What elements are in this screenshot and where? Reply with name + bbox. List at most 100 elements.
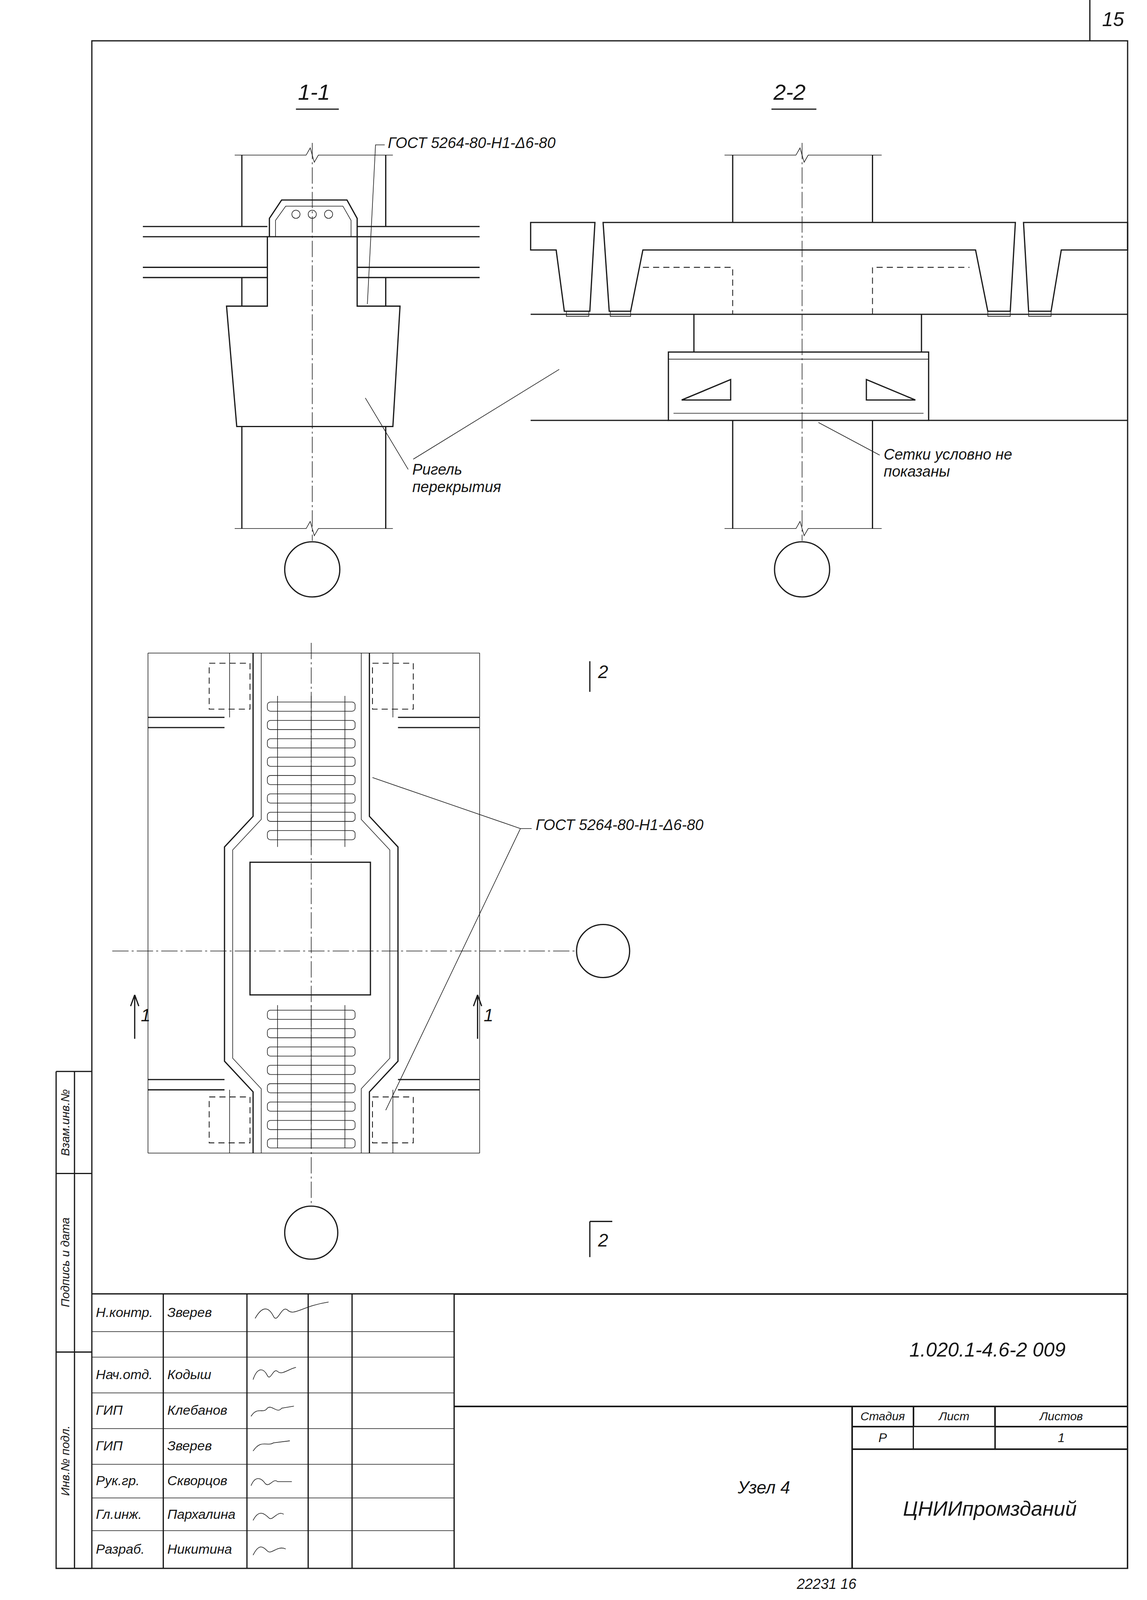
u-bar [269, 199, 358, 237]
concrete-hatch [250, 862, 371, 995]
stiffener [681, 379, 916, 401]
weld-leader [372, 777, 532, 1110]
column-outline [732, 420, 873, 529]
weld-note: ГОСТ 5264-80-Н1-Δ6-80 [535, 816, 704, 834]
signature-name: Зверев [167, 1304, 212, 1320]
signature-scribble [250, 1405, 294, 1417]
section-cut-mark [130, 994, 139, 1039]
axis-marker [284, 541, 340, 597]
archive-stamp-grid [56, 1071, 92, 1569]
column-outline [241, 155, 386, 307]
cell-text: 1 [1057, 1430, 1066, 1446]
section-1-1 [142, 109, 560, 597]
rung [267, 793, 356, 804]
stamp-label: Подпись и дата [58, 1217, 73, 1308]
cell-text: ЦНИИпромзданий [902, 1496, 1077, 1521]
weld-leader [367, 144, 385, 304]
rung [267, 1046, 356, 1056]
panel-joint [148, 717, 480, 1090]
cell-text: Р [878, 1430, 887, 1446]
title-cell: Листов [995, 1406, 1128, 1427]
page-number: 15 [1102, 8, 1125, 32]
stamp-label: Взам.инв.№ [58, 1089, 73, 1157]
signature-grid-rows [91, 1331, 454, 1531]
page-number-box [1089, 0, 1091, 41]
signature-grid-columns [163, 1293, 455, 1569]
title-cell: Лист [913, 1406, 996, 1427]
rebar-cage [267, 702, 356, 1149]
rung [267, 1083, 356, 1093]
rung [267, 702, 356, 712]
rung [267, 1120, 356, 1130]
column-outline [732, 155, 873, 223]
steel-plate [668, 351, 929, 421]
break-line [724, 148, 882, 163]
section-2-2 [530, 109, 1128, 597]
leader-note: Сетки условно не показаны [883, 446, 1048, 481]
signature-role: Нач.отд. [95, 1366, 153, 1383]
title-cell: Р [852, 1426, 914, 1449]
weld-note: ГОСТ 5264-80-Н1-Δ6-80 [387, 134, 556, 152]
leader-line [413, 369, 560, 460]
rebar-section [324, 210, 333, 219]
signature-scribble [252, 1546, 286, 1556]
rung [267, 812, 356, 822]
leader-line [818, 422, 880, 455]
archive-number: 22231 16 [796, 1575, 857, 1592]
title-underline [296, 108, 339, 110]
section-cut-mark [589, 1221, 613, 1258]
break-line [724, 521, 882, 536]
rung [267, 720, 356, 730]
break-line [234, 521, 394, 536]
signature-role: Рук.гр. [95, 1473, 140, 1489]
signature-role: Гл.инж. [95, 1506, 142, 1523]
plate-edge [668, 358, 929, 414]
leader-line [365, 397, 409, 470]
signature-role: ГИП [95, 1402, 123, 1419]
rung [267, 1101, 356, 1111]
cell-text: Листов [1039, 1409, 1083, 1424]
longitudinal-bar [277, 695, 345, 1148]
axis-marker [284, 1205, 338, 1260]
rung [267, 830, 356, 840]
column-outline [241, 426, 386, 529]
signature-name: Пархалина [167, 1506, 236, 1523]
signature-scribble [255, 1301, 329, 1318]
axis-line [112, 950, 575, 952]
signature-scribble [250, 1478, 292, 1486]
slab-panel [1023, 222, 1128, 312]
rung [267, 1065, 356, 1075]
signature-name: Скворцов [167, 1473, 228, 1489]
section-title: 2-2 [773, 79, 806, 105]
rung [267, 775, 356, 785]
signature-name: Клебанов [167, 1402, 228, 1419]
title-underline [771, 108, 817, 110]
empty-cell [913, 1426, 996, 1449]
signature-role: Разраб. [95, 1541, 145, 1557]
axis-line [311, 142, 313, 541]
u-bar [275, 206, 352, 237]
title-cell: ЦНИИпромзданий [852, 1448, 1128, 1569]
sheet-frame [91, 40, 1128, 1569]
bearing-pad [566, 311, 1052, 317]
beam-outline [530, 314, 1128, 421]
stamp-label: Инв.№ подл. [58, 1425, 73, 1496]
title-cell: Стадия [852, 1406, 914, 1427]
slab-lines [142, 226, 480, 278]
signature-role: ГИП [95, 1438, 123, 1454]
break-line [234, 148, 394, 163]
signature-scribble [252, 1440, 290, 1451]
axis-marker [774, 541, 830, 597]
axis-marker [576, 924, 630, 978]
rung [267, 1138, 356, 1148]
rung [267, 738, 356, 748]
cell-text: 1.020.1-4.6-2 009 [909, 1338, 1066, 1362]
plan-edge [148, 653, 480, 1153]
cell-text: Стадия [860, 1409, 905, 1424]
axis-line [801, 142, 803, 541]
bent-bar [224, 653, 398, 1153]
rung [267, 1010, 356, 1020]
break-edge [148, 653, 480, 1153]
rebar-section [291, 210, 301, 219]
signature-scribble [252, 1513, 284, 1521]
